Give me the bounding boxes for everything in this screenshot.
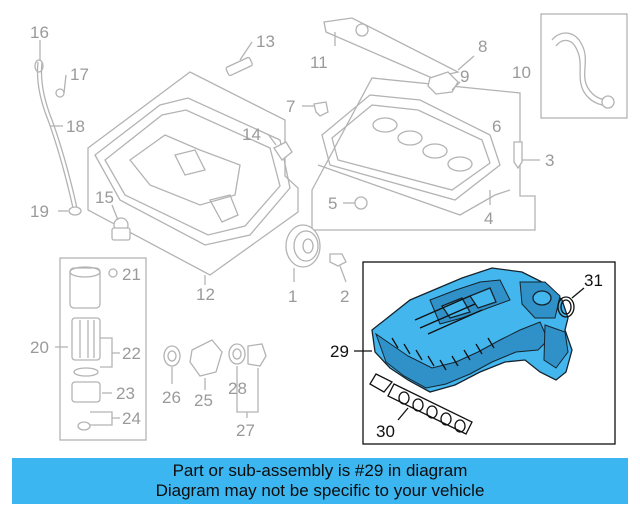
oil-filler-cap <box>427 71 459 95</box>
pcv-hose-box <box>540 13 628 119</box>
callout-8: 8 <box>478 37 487 56</box>
part-2-bolt <box>329 253 347 267</box>
callout-1: 1 <box>288 287 297 306</box>
callout-7: 7 <box>286 97 295 116</box>
callout-29: 29 <box>330 342 349 361</box>
crank-pulley <box>285 224 321 268</box>
oil-pan <box>94 97 291 246</box>
callout-28: 28 <box>228 379 247 398</box>
callout-15: 15 <box>95 188 114 207</box>
banner-line-1: Part or sub-assembly is #29 in diagram <box>172 461 468 480</box>
callout-4: 4 <box>484 209 493 228</box>
callout-20: 20 <box>30 338 49 357</box>
dipstick <box>34 59 82 216</box>
callout-2: 2 <box>340 287 349 306</box>
callout-24: 24 <box>122 409 141 428</box>
callout-9: 9 <box>460 67 469 86</box>
banner-line-2: Diagram may not be specific to your vehi… <box>155 481 485 500</box>
oil-filter-box <box>59 257 147 441</box>
part-27-plug <box>247 343 267 367</box>
oil-filter-housing <box>69 266 101 431</box>
callout-21: 21 <box>122 265 141 284</box>
part-7-bolt <box>313 101 329 117</box>
intake-manifold-box <box>362 261 616 445</box>
engine-cover <box>323 17 460 79</box>
part-25-adapter <box>189 339 223 377</box>
callout-13: 13 <box>256 32 275 51</box>
manifold-gasket-30 <box>369 373 473 435</box>
callout-5: 5 <box>328 194 337 213</box>
part-28-seal <box>228 343 246 365</box>
callout-16: 16 <box>30 23 49 42</box>
callout-23: 23 <box>116 384 135 403</box>
pcv-hose <box>551 32 611 101</box>
callout-18: 18 <box>66 117 85 136</box>
o-ring-31 <box>557 296 575 318</box>
intake-manifold-part-29 <box>371 267 573 393</box>
part-26-gasket <box>163 345 181 367</box>
info-banner: Part or sub-assembly is #29 in diagram D… <box>12 458 628 504</box>
parts-diagram: 16 17 18 19 15 13 11 8 9 10 7 14 6 3 5 4… <box>30 13 628 445</box>
callout-10: 10 <box>512 63 531 82</box>
callout-17: 17 <box>70 65 89 84</box>
callout-30: 30 <box>376 422 395 441</box>
callout-31: 31 <box>584 271 603 290</box>
callout-27: 27 <box>236 421 255 440</box>
callout-25: 25 <box>194 391 213 410</box>
callout-19: 19 <box>30 202 49 221</box>
callout-14: 14 <box>242 125 261 144</box>
part-13-filter <box>225 56 253 77</box>
part-6-bolt <box>513 141 523 170</box>
callout-3: 3 <box>545 151 554 170</box>
valve-cover <box>317 94 511 216</box>
valve-cover-box <box>311 77 536 231</box>
callout-26: 26 <box>162 388 181 407</box>
part-14-sensor <box>273 141 293 161</box>
callout-11: 11 <box>310 53 328 72</box>
callout-6: 6 <box>492 117 501 136</box>
callout-12: 12 <box>196 285 215 304</box>
callout-22: 22 <box>122 344 141 363</box>
